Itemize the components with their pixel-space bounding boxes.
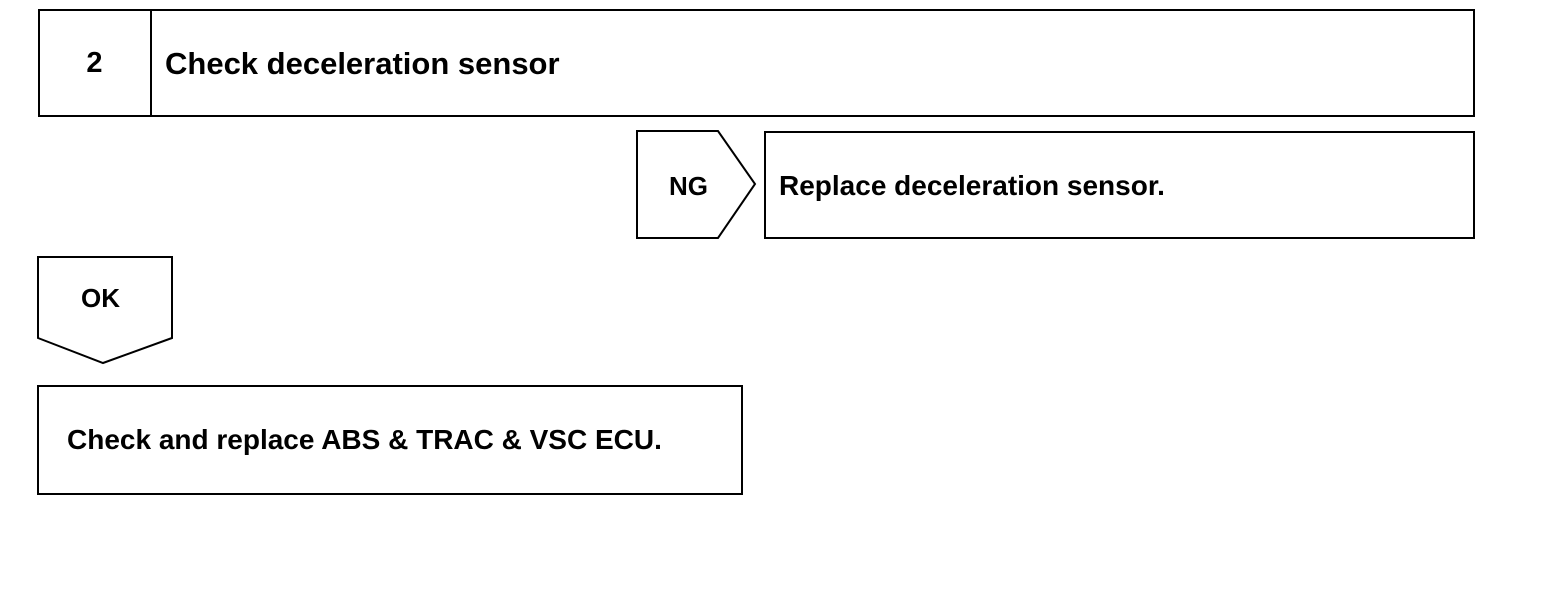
ng-action-text: Replace deceleration sensor. <box>779 170 1165 201</box>
step-title: Check deceleration sensor <box>165 46 560 81</box>
step-number-divider <box>150 9 152 117</box>
ok-action-text: Check and replace ABS & TRAC & VSC ECU. <box>67 424 662 455</box>
step-header-box <box>38 9 1475 117</box>
step-number: 2 <box>86 47 103 79</box>
ng-label: NG <box>669 171 708 201</box>
ok-label: OK <box>81 283 120 313</box>
ok-arrow-tag <box>37 256 173 365</box>
ng-action-box <box>764 131 1475 239</box>
ok-action-box <box>37 385 743 495</box>
ng-arrow-tag <box>636 130 757 239</box>
